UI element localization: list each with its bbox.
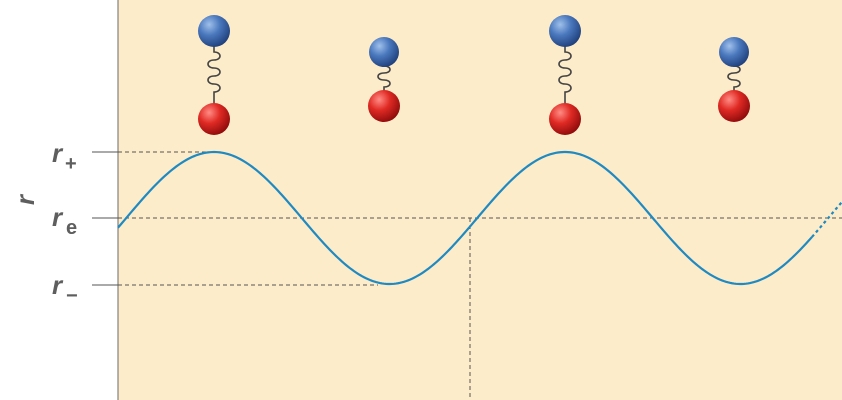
atom-bottom-icon [718,90,750,122]
spring-icon [377,65,391,92]
atom-top-icon [198,15,230,47]
atom-top-icon [719,37,749,67]
atom-top-icon [369,37,399,67]
atom-bottom-icon [198,103,230,135]
label-r-e: r e [52,202,77,239]
y-axis-label: r [10,193,40,205]
molecule-compressed-2 [718,37,750,122]
label-r-plus-subscript: + [65,153,77,175]
label-r-e-symbol: r [52,202,64,232]
spring-icon [207,45,221,104]
label-r-minus-symbol: r [52,270,64,300]
molecule-stretched-2 [549,15,581,135]
atom-bottom-icon [549,103,581,135]
atom-bottom-icon [368,90,400,122]
atom-top-icon [549,15,581,47]
molecule-compressed-1 [368,37,400,122]
label-r-e-subscript: e [66,217,77,239]
molecule-stretched-1 [198,15,230,135]
label-r-plus-symbol: r [52,138,64,168]
bond-length-wave-continuation [811,201,842,238]
plot-panel [118,0,842,400]
spring-icon [727,65,741,92]
label-r-minus: r − [52,270,78,307]
bond-length-wave [117,150,813,286]
label-r-minus-subscript: − [66,285,78,307]
spring-icon [558,45,572,104]
label-r-plus: r + [52,138,77,175]
